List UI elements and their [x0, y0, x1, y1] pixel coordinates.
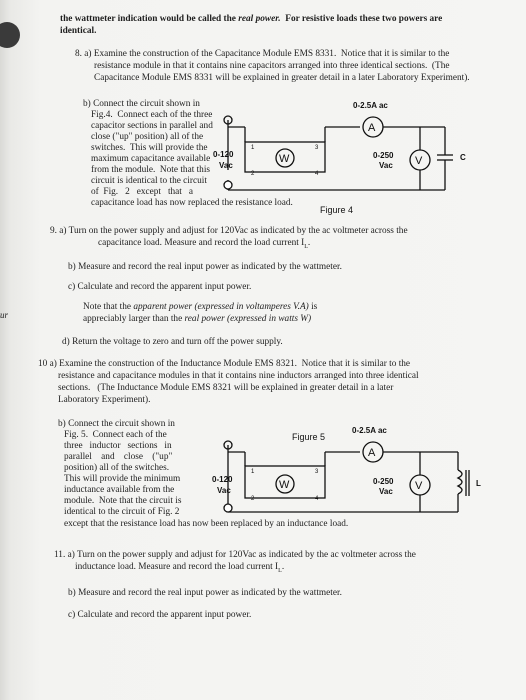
fig4-ammeter-symbol: A: [368, 122, 376, 134]
intro-text: the wattmeter indication would be called…: [60, 14, 239, 24]
source-terminal-bottom: [223, 180, 233, 190]
s8-a-line-1: 8. a) Examine the construction of the Ca…: [75, 49, 450, 59]
source-terminal-top: [223, 115, 233, 125]
fig5-ammeter-symbol: A: [368, 447, 376, 459]
fig5-source-terminal-top: [223, 440, 233, 450]
s8-a-line-2: resistance module in that it contains ni…: [94, 61, 450, 71]
binder-hole: [0, 22, 20, 48]
fig4-terminal-3: 3: [315, 145, 319, 151]
fig4-wattmeter-symbol: W: [279, 153, 290, 165]
s11-a-text: inductance load. Measure and record the …: [75, 562, 279, 572]
fig5-voltmeter-symbol: V: [415, 480, 423, 492]
s11-b-line: b) Measure and record the real input pow…: [68, 588, 342, 598]
margin-text-fragment: ur: [0, 310, 9, 320]
fig4-ammeter-range: 0-2.5A ac: [353, 101, 388, 110]
s9-note-text: Note that the: [83, 302, 134, 312]
s9-note-text-end: is: [308, 302, 318, 312]
s11-a-line-1: 11. a) Turn on the power supply and adju…: [54, 550, 416, 560]
s9-note-line-1: Note that the apparent power (expressed …: [83, 301, 317, 313]
intro-line-1: the wattmeter indication would be called…: [60, 13, 442, 25]
s8-b-line-9: of Fig. 2 except that a: [91, 187, 193, 197]
s8-b-line-3: capacitor sections in parallel and: [91, 121, 213, 131]
fig4-voltmeter-symbol: V: [415, 155, 423, 167]
figure-5-caption: Figure 5: [292, 432, 325, 442]
fig5-wattmeter-symbol: W: [279, 479, 290, 491]
s9-d-line: d) Return the voltage to zero and turn o…: [62, 337, 283, 347]
fig4-terminal-2: 2: [251, 171, 255, 177]
fig5-load-label: L: [476, 479, 481, 488]
fig5-voltmeter-range: 0-250: [373, 477, 394, 486]
s8-a-line-3: Capacitance Module EMS 8331 will be expl…: [94, 73, 470, 83]
s11-c-line: c) Calculate and record the apparent inp…: [68, 610, 252, 620]
s9-a-text: capacitance load. Measure and record the…: [98, 238, 305, 248]
s10-a-line-3: sections. (The Inductance Module EMS 832…: [58, 383, 394, 393]
s9-a-line-2: capacitance load. Measure and record the…: [98, 238, 311, 250]
s8-b-line-7: from the module. Note that this: [91, 165, 211, 175]
fig5-terminal-2: 2: [251, 496, 255, 502]
fig5-source-range: 0-120: [212, 475, 233, 484]
intro-line-2: identical.: [60, 26, 97, 36]
s8-b-line-5: switches. This will provide the: [91, 143, 208, 153]
fig4-source-range: 0-120: [213, 150, 234, 159]
s8-b-line-1: b) Connect the circuit shown in: [83, 99, 200, 109]
s10-a-line-1: 10 a) Examine the construction of the In…: [38, 359, 411, 369]
fig5-terminal-3: 3: [315, 469, 319, 475]
s8-b-line-8: circuit is identical to the circuit: [91, 176, 207, 186]
fig4-load-label: C: [460, 153, 466, 162]
s8-b-line-4: close ("up" position) all of the: [91, 132, 204, 142]
s8-b-line-2: Fig.4. Connect each of the three: [91, 110, 213, 120]
s10-a-line-2: resistance and capacitance modules in th…: [58, 371, 419, 381]
s10-b-line-8: module. Note that the circuit is: [64, 496, 182, 506]
s9-note2-emphasis: real power (expressed in watts W): [184, 314, 312, 324]
s10-b-line-4: parallel and close ("up": [64, 452, 173, 462]
fig4-source-unit: Vac: [219, 161, 233, 170]
fig5-voltmeter-unit: Vac: [379, 487, 393, 496]
intro-text-end: For resistive loads these two powers are: [280, 14, 443, 24]
s8-b-line-10: capacitance load has now replaced the re…: [91, 198, 293, 208]
s10-b-line-6: This will provide the minimum: [64, 474, 181, 484]
s9-b-line: b) Measure and record the real input pow…: [68, 262, 342, 272]
fig4-voltmeter-unit: Vac: [379, 161, 393, 170]
s10-b-line-1: b) Connect the circuit shown in: [58, 419, 175, 429]
fig5-source-terminal-bottom: [223, 503, 233, 513]
s9-note-line-2: appreciably larger than the real power (…: [83, 313, 311, 325]
s11-a-subscript: L: [278, 567, 282, 574]
s9-c-line: c) Calculate and record the apparent inp…: [68, 282, 252, 292]
fig5-source-unit: Vac: [217, 486, 231, 495]
s10-b-line-2: Fig. 5. Connect each of the: [64, 430, 167, 440]
fig5-ammeter-range: 0-2.5A ac: [352, 426, 387, 435]
s11-a-line-2: inductance load. Measure and record the …: [75, 562, 285, 574]
s10-b-line-5: position) all of the switches.: [64, 463, 170, 473]
intro-emphasis: real power.: [238, 14, 281, 24]
fig5-terminal-4: 4: [315, 496, 319, 502]
s9-a-subscript: L: [304, 243, 308, 250]
fig4-terminal-4: 4: [315, 171, 319, 177]
s10-b-line-7: inductance available from the: [64, 485, 175, 495]
fig4-voltmeter-range: 0-250: [373, 151, 394, 160]
s10-a-line-4: Laboratory Experiment).: [58, 395, 151, 405]
s10-b-line-10: except that the resistance load has now …: [64, 519, 349, 529]
figure-4-caption: Figure 4: [320, 205, 353, 215]
s8-b-line-6: maximum capacitance available: [91, 154, 211, 164]
s10-b-line-3: three inductor sections in: [64, 441, 172, 451]
s9-note2-text: appreciably larger than the: [83, 314, 185, 324]
s9-a-line-1: 9. a) Turn on the power supply and adjus…: [50, 226, 408, 236]
fig4-terminal-1: 1: [251, 145, 255, 151]
s10-b-line-9: identical to the circuit of Fig. 2: [64, 507, 180, 517]
fig5-terminal-1: 1: [251, 469, 255, 475]
s9-note-emphasis: apparent power (expressed in voltamperes…: [133, 302, 309, 312]
